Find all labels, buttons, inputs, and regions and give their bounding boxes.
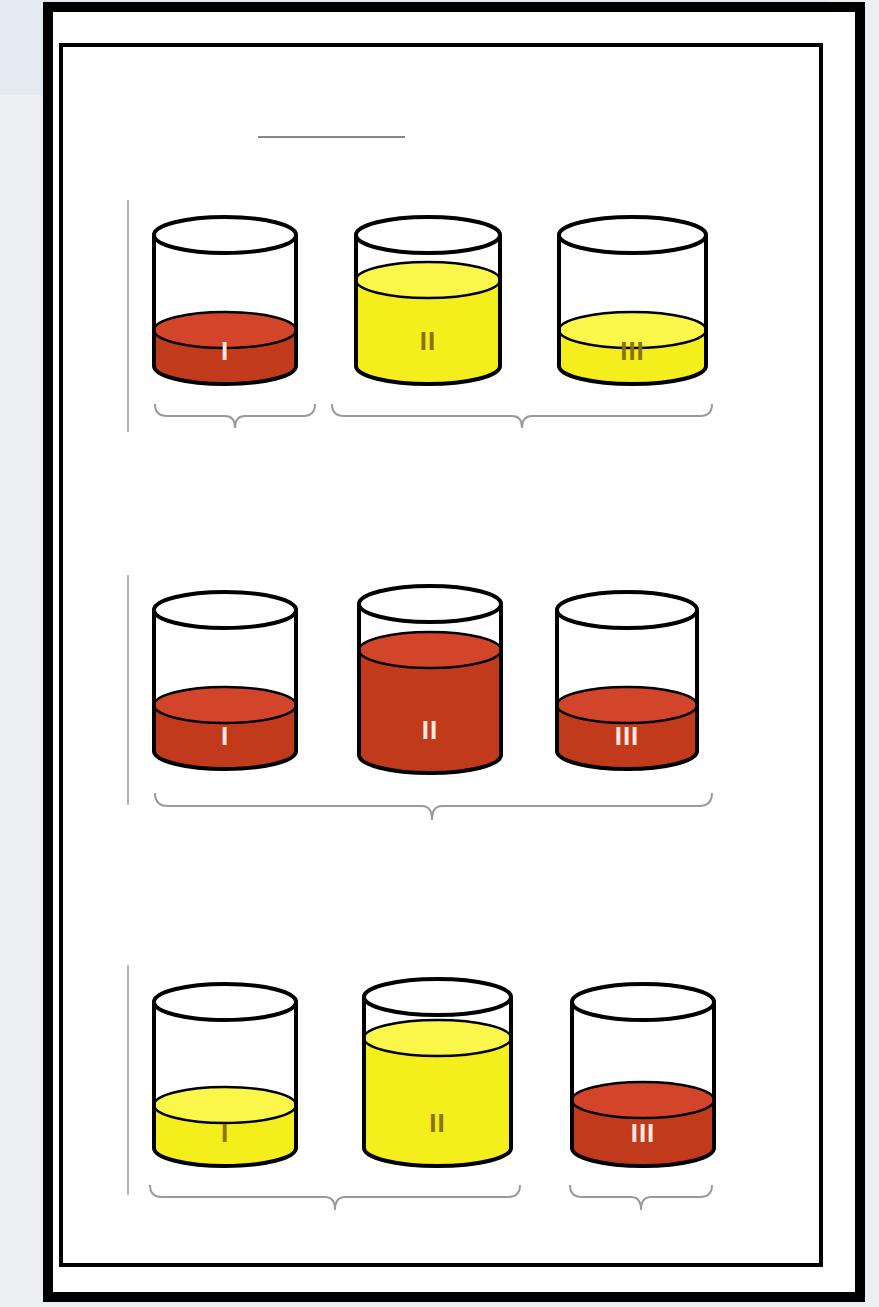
beaker: II [360,975,515,1170]
inner-frame [61,45,821,1265]
beaker-numeral: II [429,1108,445,1138]
beaker-numeral: III [615,721,640,751]
beaker-numeral: I [221,336,229,366]
beaker: III [555,213,710,388]
glass-wall [572,1002,714,1166]
glass-wall [154,1002,296,1166]
beaker-numeral: II [420,326,436,356]
liquid-surface [359,632,501,668]
beaker: I [150,213,300,388]
beaker-numeral: II [422,715,438,745]
guide-lines [127,200,129,1195]
dash-mark [258,136,405,138]
beaker-numeral: III [620,336,645,366]
glass-wall [359,604,501,773]
beaker: I [150,980,300,1170]
glass-rim [572,984,714,1020]
beaker: I [150,588,300,773]
glass-rim [356,217,500,253]
liquid-surface [557,687,697,723]
glass-rim [359,586,501,622]
beaker: II [352,213,504,388]
glass-wall [356,235,500,384]
beaker-numeral: I [221,721,229,751]
beaker-numeral: I [221,1118,229,1148]
glass-wall [557,610,697,769]
liquid-surface [364,1020,511,1056]
glass-rim [364,979,511,1015]
beaker: III [568,980,718,1170]
glass-rim [154,984,296,1020]
liquid-surface [154,1087,296,1123]
beaker: II [355,582,505,777]
glass-rim [154,592,296,628]
glass-rim [559,217,706,253]
beaker-numeral: III [631,1118,656,1148]
glass-rim [154,217,296,253]
beaker-outline [355,582,505,777]
beaker: III [553,588,701,773]
liquid-surface [572,1082,714,1118]
glass-wall [154,235,296,384]
outer-frame [48,7,860,1297]
liquid-surface [356,262,500,298]
glass-rim [557,592,697,628]
glass-wall [364,997,511,1166]
glass-wall [154,610,296,769]
beaker-outline [360,975,515,1170]
beaker-outline [352,213,504,388]
glass-wall [559,235,706,384]
liquid-surface [154,687,296,723]
